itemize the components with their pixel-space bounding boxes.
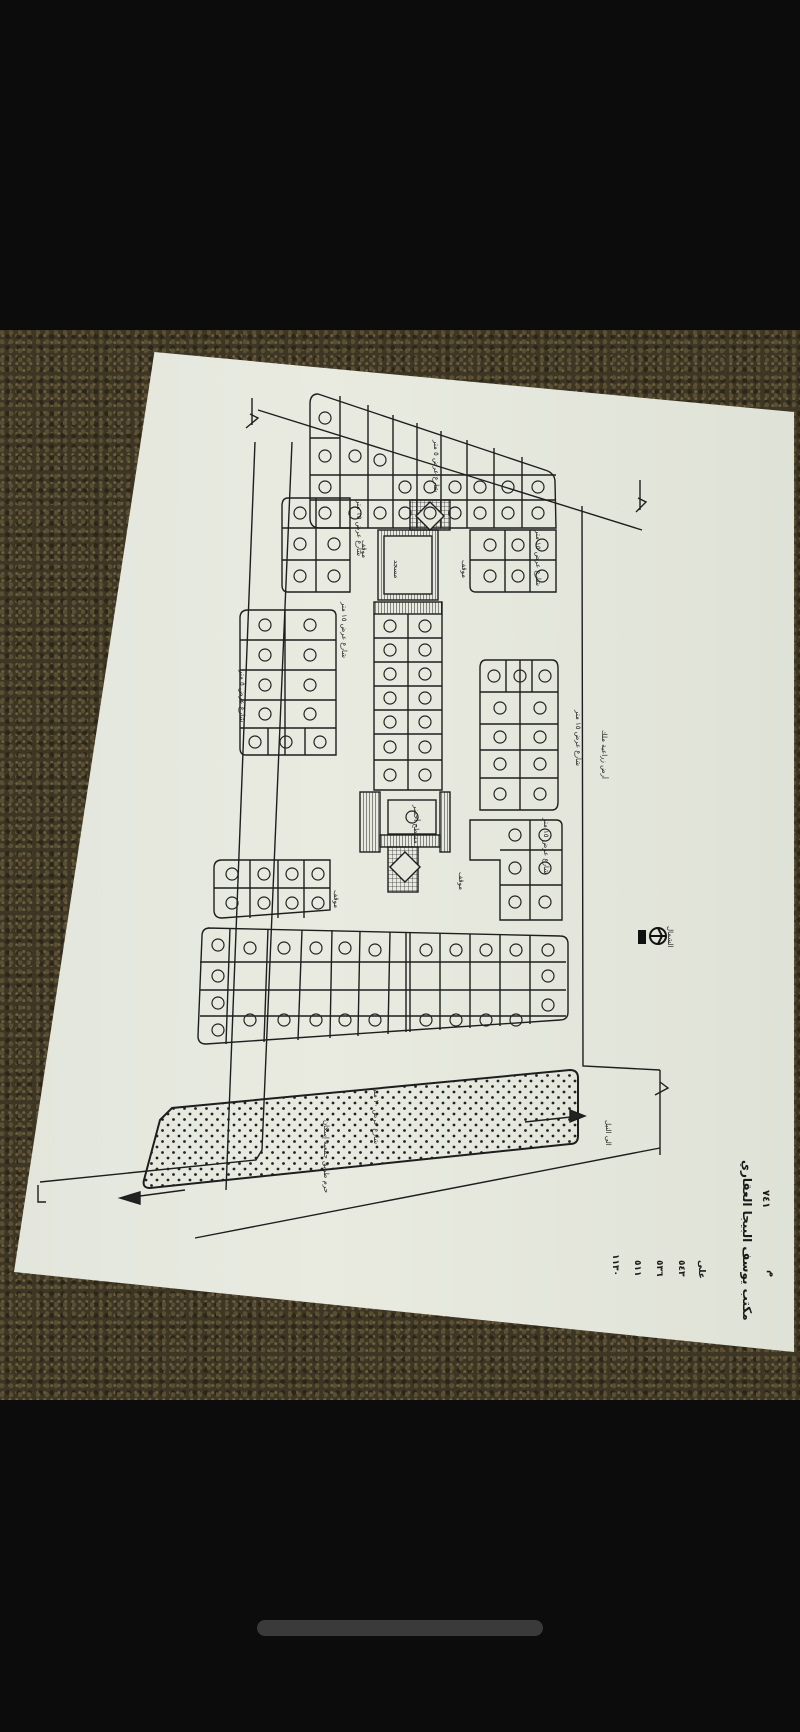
figure-value: ٥١١	[632, 1260, 642, 1277]
parking-label: موقف	[460, 560, 468, 578]
park-label: حرم طريق جمعية إسكان	[322, 1120, 330, 1193]
road-label-internal-3: شارع عرض ١٥ متر	[340, 602, 348, 658]
road-label-internal-2: شارع عرض ١٥ متر	[534, 530, 542, 586]
north-label: الشمال	[666, 926, 674, 948]
parking-label: موقف	[360, 540, 368, 558]
figure-value: ١١٣٠	[610, 1254, 620, 1276]
north-arrow-icon	[638, 927, 667, 945]
title-block-number: ٧٤١	[760, 1190, 771, 1209]
arrow-destination-label: الى النيل	[604, 1120, 612, 1146]
road-label-bottom: شارع عرض ٢٠ متر	[372, 1088, 380, 1144]
figure-value: ٥٣٦	[654, 1260, 664, 1277]
road-label-right: شارع عرض ١٥ متر	[574, 710, 582, 766]
road-label-top: شارع عرض ٥ متر	[432, 440, 440, 493]
title-block-prefix: م	[766, 1270, 777, 1278]
subdivision-plan: شارع عرض ٥ متر شارع عرض ١٥ متر شارع عرض …	[0, 330, 800, 1400]
photo[interactable]: شارع عرض ٥ متر شارع عرض ١٥ متر شارع عرض …	[0, 330, 800, 1400]
parking-label: موقف	[457, 872, 465, 890]
plan-drawing	[37, 393, 670, 1239]
road-label-right-outer: أرض زراعية ملك	[600, 730, 608, 779]
figures-label: على	[696, 1260, 706, 1279]
home-indicator[interactable]	[257, 1620, 543, 1636]
title-block-office: مكتب يوسف البيجا العقاري	[740, 1160, 754, 1321]
road-label-left: شارع عرض ٥ متر	[238, 670, 246, 723]
figure-value: ٥٤٣	[676, 1260, 686, 1277]
green-area-label: مسطح أخضر	[412, 805, 420, 844]
mosque-label: مسجد	[392, 560, 400, 579]
parking-label: موقف	[332, 890, 340, 908]
road-label-internal-4: شارع عرض ١٥ متر	[542, 818, 550, 874]
